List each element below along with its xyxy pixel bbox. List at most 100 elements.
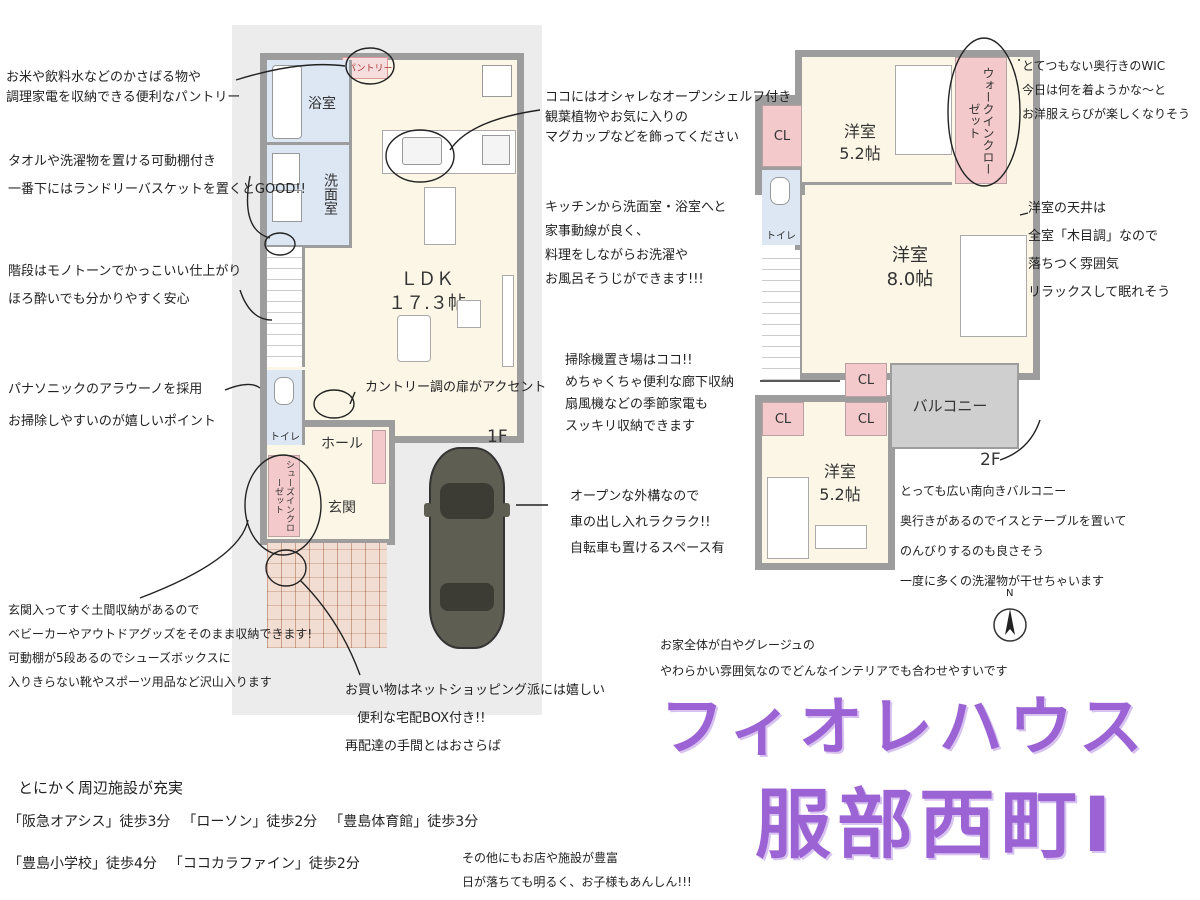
facility-item: 「ココカラファイン」徒歩2分 [168,856,360,872]
stairs-note: 階段はモノトーンでかっこいい仕上がり ほろ酔いでも分かりやすく安心 [8,262,241,310]
hall-label: ホール [321,436,363,452]
desk-c [815,525,867,549]
note-line: 洋室の天井は [1028,201,1107,216]
room-a-size: 5.2帖 [839,144,881,163]
note-line: やわらかい雰囲気なのでどんなインテリアでも合わせやすいです [660,664,1008,678]
wic-note: とてつもない奥行きのWIC 今日は何を着ようかな〜と お洋服えらびが楽しくなりそ… [1022,54,1190,126]
note-line: スッキリ収納できます [565,419,696,434]
note-line: 掃除機置き場はココ!! [565,353,693,368]
room-c-size: 5.2帖 [819,485,861,504]
bathtub [272,65,302,139]
title-line2: 服部西町Ⅰ [755,780,1118,869]
note-line: めちゃくちゃ便利な廊下収納 [565,375,735,390]
pantry-note: お米や飲料水などのかさばる物や 調理家電を収納できる便利なパントリー [6,68,240,108]
fridge [482,65,512,97]
note-line: ほろ酔いでも分かりやすく安心 [8,292,190,307]
room-c-name: 洋室 [823,462,856,481]
washer [272,190,302,222]
note-line: お掃除しやすいのが嬉しいポイント [8,414,216,429]
note-line: その他にもお店や施設が豊富 [462,851,619,865]
towel-note: タオルや洗濯物を置ける可動棚付き 一番下にはランドリーバスケットを置くとGOOD… [8,152,306,200]
closet-label: CL [774,411,792,427]
floor-1f-label: 1F [487,427,508,447]
closet-label: CL [773,128,791,144]
note-line: 全室「木目調」なので [1028,229,1159,244]
facility-item: 「豊島体育館」徒歩3分 [329,814,479,830]
ldk-size: １７.３帖 [388,293,466,314]
pantry-label: パントリー [347,64,393,74]
entrance-label: 玄関 [328,500,356,516]
compass-icon [993,608,1027,642]
note-line: 家事動線が良く、 [545,224,650,239]
facility-item: 「阪急オアシス」徒歩3分 [8,814,171,830]
surroundings-line2: 「豊島小学校」徒歩4分 「ココカラファイン」徒歩2分 [8,854,360,874]
note-line: 便利な宅配BOX付き!! [357,711,486,726]
car-icon [424,447,510,649]
storage-note: 玄関入ってすぐ土間収納があるので ベビーカーやアウトドアグッズをそのまま収納でき… [8,598,312,694]
room-b-size: 8.0帖 [886,269,934,290]
note-line: 入りきらない靴やスポーツ用品など沢山入ります [8,675,272,689]
note-line: とてつもない奥行きのWIC [1022,59,1166,73]
note-line: お買い物はネットショッピング派には嬉しい [345,683,606,698]
shoes-closet [268,455,300,537]
note-line: 一度に多くの洗濯物が干せちゃいます [900,574,1105,588]
surroundings-line1: 「阪急オアシス」徒歩3分 「ローソン」徒歩2分 「豊島体育館」徒歩3分 [8,812,478,832]
exterior-note: オープンな外構なので 車の出し入れラクラク!! 自転車も置けるスペース有 [570,484,724,562]
ldk-name: ＬＤＫ [400,269,454,290]
stove [482,135,510,165]
bed-c [767,477,809,559]
closet-2f-a: CL [762,105,802,167]
toilet-1f-label: トイレ [270,432,300,443]
tv-board [502,275,514,367]
note-line: 扇風機などの季節家電も [565,397,709,412]
note-line: のんびりするのも良さそう [900,544,1045,558]
room-b-name: 洋室 [892,245,928,266]
note-line: 日が落ちても明るく、お子様もあんしん!!! [462,875,692,889]
floor-2f-label: 2F [980,450,1001,470]
bed-a [895,65,952,155]
note-line: 玄関入ってすぐ土間収納があるので [8,603,200,617]
note-line: お洋服えらびが楽しくなりそう [1022,107,1191,121]
coffee-table [457,300,481,328]
interior-note: お家全体が白やグレージュの やわらかい雰囲気なのでどんなインテリアでも合わせやす… [660,632,1008,684]
bed-b [960,235,1027,337]
note-line: お家全体が白やグレージュの [660,638,815,652]
closet-2f-d: CL [845,402,887,436]
stairs [267,247,305,367]
surroundings-title: とにかく周辺施設が充実 [18,779,184,797]
note-line: 料理をしながらお洗濯や [545,248,689,263]
cleaner-note: 掃除機置き場はココ!! めちゃくちゃ便利な廊下収納 扇風機などの季節家電も スッ… [565,350,734,438]
kitchen-note: キッチンから洗面室・浴室へと 家事動線が良く、 料理をしながらお洗濯や お風呂そ… [545,196,726,292]
washroom-label: 洗面室 [322,173,338,215]
note-line: リラックスして眠れそう [1028,285,1171,300]
note-line: 落ちつく雰囲気 [1028,257,1120,272]
walk-in-closet [955,57,1007,184]
note-line: お米や飲料水などのかさばる物や [6,70,202,85]
note-line: タオルや洗濯物を置ける可動棚付き [8,154,217,169]
title-line1: フィオレハウス [660,691,1149,765]
ceiling-note: 洋室の天井は 全室「木目調」なので 落ちつく雰囲気 リラックスして眠れそう [1028,195,1170,307]
note-line: オープンな外構なので [570,489,700,504]
country-door-note: カントリー調の扉がアクセント [365,380,547,395]
toilet-bowl [274,377,294,405]
note-line: パナソニックのアラウーノを採用 [8,382,203,397]
note-line: 可動棚が5段あるのでシューズボックスに [8,651,231,665]
note-line: 観葉植物やお気に入りの [545,110,689,125]
note-line: 再配達の手間とはおさらば [345,739,502,754]
safety-note: その他にもお店や施設が豊富 日が落ちても明るく、お子様もあんしん!!! [462,846,692,894]
toilet-2f-bowl [770,177,790,205]
kitchen-sink [402,137,442,165]
note-line: 自転車も置けるスペース有 [570,541,725,556]
note-line: 車の出し入れラクラク!! [570,515,711,530]
washbasin [272,153,300,185]
compass-north-label: N [1006,588,1014,599]
porch-tiles [267,543,387,648]
note-line: 今日は何を着ようかな〜と [1022,83,1167,97]
note-line: とっても広い南向きバルコニー [900,484,1067,498]
shelf-note: ココにはオシャレなオープンシェルフ付き 観葉植物やお気に入りの マグカップなどを… [545,88,791,148]
balcony-note: とっても広い南向きバルコニー 奥行きがあるのでイスとテーブルを置いて のんびりす… [900,476,1127,596]
closet-label: CL [857,372,875,388]
closet-2f-c: CL [762,402,804,436]
walk-in-closet-label: ウォークインクローゼット [967,67,995,175]
